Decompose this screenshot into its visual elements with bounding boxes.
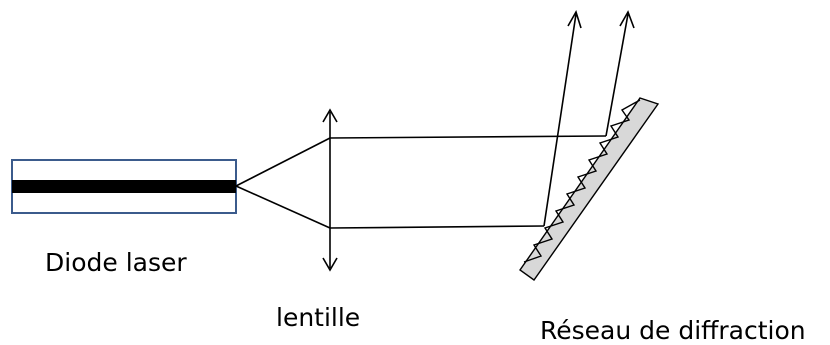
- lens: [322, 108, 338, 272]
- laser-diode-label: Diode laser: [45, 248, 187, 277]
- diverging-beam: [235, 137, 331, 229]
- grating-label: Réseau de diffraction: [540, 316, 806, 345]
- diffraction-grating: [519, 97, 660, 281]
- diffracted-beams: [543, 10, 635, 227]
- laser-diode: [11, 159, 237, 214]
- laser-diode-core: [12, 180, 236, 193]
- grating-body: [519, 97, 660, 281]
- diffracted-beam-1-arrowhead: [567, 10, 582, 29]
- collimated-beam: [329, 135, 607, 229]
- grating-grooves: [523, 99, 641, 263]
- lens-label: lentille: [276, 303, 361, 332]
- lens-top-arrowhead: [322, 108, 338, 123]
- lens-bottom-arrowhead: [322, 257, 338, 272]
- diffracted-beam-2-arrowhead: [619, 10, 635, 29]
